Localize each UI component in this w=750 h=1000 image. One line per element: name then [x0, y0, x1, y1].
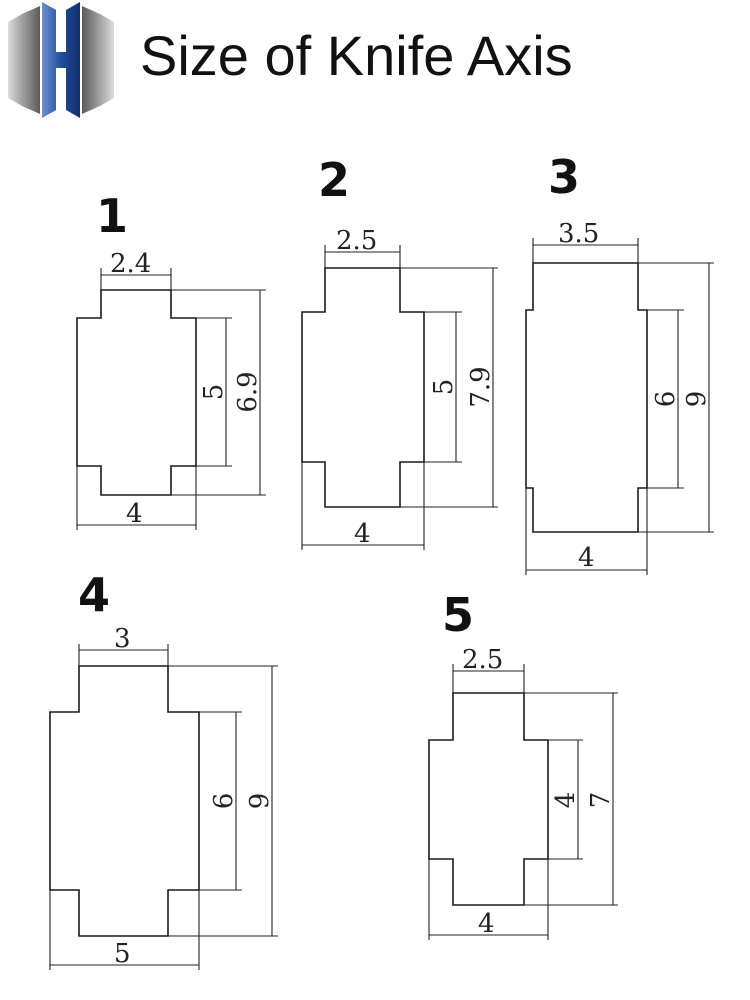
- top-width-label: 3: [114, 624, 131, 654]
- inner-height-label: 4: [551, 792, 581, 809]
- top-width-label: 2.5: [462, 645, 503, 675]
- axis-number: 1: [96, 189, 128, 243]
- body-width-label: 4: [578, 543, 595, 573]
- inner-height-label: 6: [209, 793, 239, 810]
- top-width-label: 3.5: [558, 219, 599, 249]
- dimension-line: [168, 665, 278, 937]
- dimension-line: [424, 311, 462, 463]
- dimension-line: [199, 711, 242, 891]
- dimension-line: [100, 268, 172, 290]
- axis-3: 3 3.5 4 6 9: [525, 150, 714, 575]
- axis-4: 4 3 5 6 9: [49, 568, 278, 970]
- total-height-label: 6.9: [233, 371, 263, 412]
- total-height-label: 7.9: [466, 366, 496, 407]
- inner-height-label: 6: [651, 391, 681, 408]
- dimension-line: [49, 890, 200, 970]
- dimension-line: [400, 267, 498, 508]
- total-height-label: 9: [682, 391, 712, 408]
- body-width-label: 4: [354, 519, 371, 549]
- dimension-line: [548, 739, 583, 860]
- dimension-line: [196, 317, 232, 467]
- dimension-line: [638, 262, 714, 533]
- dimension-line: [76, 466, 197, 530]
- axis-2: 2 2.5 4 5 7.9: [301, 153, 498, 550]
- dimension-line: [452, 664, 525, 693]
- axis-outline: [301, 267, 425, 508]
- inner-height-label: 5: [429, 379, 459, 396]
- total-height-label: 7: [586, 792, 616, 809]
- dimension-line: [324, 245, 401, 268]
- page-title: Size of Knife Axis: [140, 24, 573, 87]
- axis-number: 4: [78, 568, 110, 622]
- axis-number: 5: [442, 588, 474, 642]
- dimension-line: [428, 859, 549, 940]
- dimension-line: [524, 692, 618, 906]
- axis-5: 5 2.5 4 4 7: [428, 588, 618, 940]
- top-width-label: 2.5: [336, 226, 377, 256]
- axis-outline: [428, 692, 549, 906]
- header: Size of Knife Axis: [0, 0, 750, 120]
- dimension-line: [647, 309, 684, 489]
- total-height-label: 9: [245, 793, 275, 810]
- dimension-line: [301, 462, 425, 550]
- dimension-line: [532, 238, 639, 263]
- axis-outline: [49, 665, 200, 937]
- axis-number: 2: [318, 153, 350, 207]
- h-logo-icon: [8, 2, 114, 118]
- body-width-label: 5: [114, 939, 131, 969]
- body-width-label: 4: [126, 499, 143, 529]
- axis-outline: [76, 289, 197, 496]
- inner-height-label: 5: [199, 384, 229, 401]
- dimension-line: [78, 644, 169, 666]
- axis-outline: [525, 262, 648, 533]
- body-width-label: 4: [478, 909, 495, 939]
- axis-number: 3: [548, 150, 580, 204]
- dimension-line: [171, 289, 266, 496]
- axis-1: 1 2.4 4 5 6.9: [76, 189, 266, 530]
- top-width-label: 2.4: [110, 249, 151, 279]
